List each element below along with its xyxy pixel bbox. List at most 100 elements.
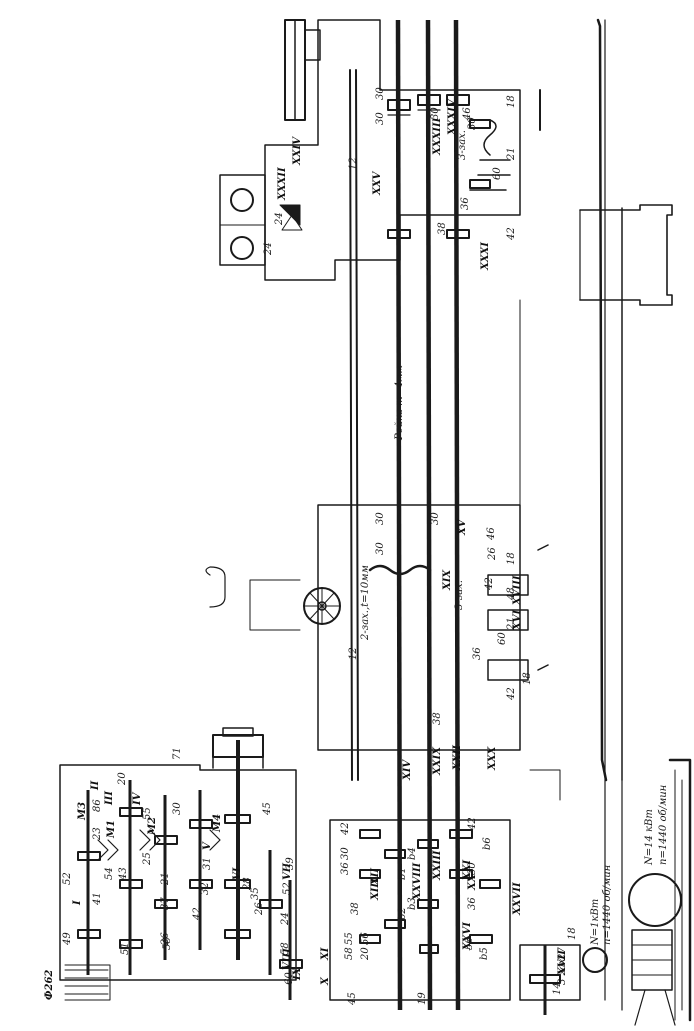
shaft_labels-label: IV bbox=[132, 791, 143, 806]
gear_labels_right-label: 30 bbox=[430, 107, 441, 120]
gear_labels_headstock-label: 58 bbox=[162, 937, 173, 950]
gear_labels_apron-label: 60 bbox=[497, 632, 508, 645]
shaft_labels-label: I bbox=[72, 900, 83, 906]
gear_labels_feedbox-label: b6 bbox=[482, 837, 493, 850]
shaft_labels-label: X bbox=[320, 976, 331, 986]
gear_labels_feedbox-label: b3 bbox=[407, 897, 418, 910]
shaft_labels-label: VII bbox=[282, 863, 293, 880]
gear_labels_feedbox-label: 42 bbox=[340, 822, 351, 836]
gear_labels_right-label: 42 bbox=[506, 227, 517, 241]
gear_labels_headstock-label: 20 bbox=[117, 772, 128, 786]
gear_labels_headstock-label: 55 bbox=[142, 807, 153, 820]
clutches-label: M4 bbox=[212, 814, 223, 833]
gear_labels_feedbox-label: b4 bbox=[407, 847, 418, 860]
gear_labels_feedbox-label: 36 bbox=[340, 862, 351, 875]
gear_labels_headstock-label: 49 bbox=[62, 932, 73, 946]
headstock-gears bbox=[77, 807, 303, 969]
gear_labels_headstock-label: 52 bbox=[62, 872, 73, 885]
gear_labels_apron-label: 18 bbox=[522, 672, 533, 685]
pump_gear_labels-label: 27 bbox=[557, 947, 568, 961]
gear_labels_right-label: 24 bbox=[274, 212, 285, 226]
gear_labels_headstock-label: 71 bbox=[172, 747, 183, 760]
gear_labels_apron-label: 48 bbox=[506, 587, 517, 601]
shaft_labels-label: XIX bbox=[442, 569, 453, 591]
shaft_labels-label: XXI bbox=[462, 859, 473, 881]
gear_labels_right-label: 18 bbox=[506, 95, 517, 108]
pump-speed-label: n=1440 об/мин bbox=[602, 865, 613, 945]
apron-worm-label: 2-зах.,t=10мм bbox=[360, 565, 371, 641]
gear_labels_feedbox-label: 55 bbox=[344, 932, 355, 945]
rack-label: Рейка m=4мм bbox=[394, 365, 405, 441]
pump_gear_labels-label: 18 bbox=[567, 927, 578, 940]
gear_labels_right-label: 30 bbox=[375, 87, 386, 100]
gear_labels_headstock-label: 58 bbox=[280, 942, 291, 955]
lathe-bed bbox=[519, 18, 692, 1022]
gear_labels_feedbox-label: b1 bbox=[397, 867, 408, 880]
gear_labels_right-label: 12 bbox=[348, 157, 359, 170]
shaft_labels-label: XXXIII bbox=[432, 117, 443, 156]
shaft_labels-label: XXXII bbox=[277, 167, 288, 201]
apron-carriage bbox=[317, 504, 549, 751]
diagram-labels: Ф262 Рейка m=4мм N=14 кВт n=1440 об/мин … bbox=[44, 130, 669, 1000]
shaft_labels-label: XVII bbox=[557, 950, 568, 976]
shaft_labels-label: XXVII bbox=[512, 882, 523, 916]
gear_labels_right-label: 30 bbox=[467, 117, 478, 130]
headstock-shafts bbox=[86, 780, 292, 1000]
right-worm-label: 3-зах. bbox=[457, 130, 468, 160]
gear_labels_right-label: 38 bbox=[437, 222, 448, 235]
gear_labels_headstock-label: 24 bbox=[280, 912, 291, 926]
shaft_labels-label: XXIV bbox=[292, 136, 303, 166]
shaft_labels-label: VI bbox=[232, 867, 243, 880]
coolant-pump bbox=[519, 944, 608, 1015]
gear_labels_feedbox-label: 19 bbox=[417, 992, 428, 1005]
gear_labels_headstock-label: 37 bbox=[160, 897, 171, 910]
gear_labels_right-label: 21 bbox=[506, 147, 517, 161]
motor-power-label: N=14 кВт bbox=[644, 809, 655, 866]
gear_labels_feedbox-label: 42 bbox=[467, 817, 478, 831]
clutches-label: M1 bbox=[106, 820, 117, 839]
headstock-lever bbox=[64, 964, 111, 1001]
gear_labels_headstock-label: 42 bbox=[192, 907, 203, 921]
gear_labels_apron-label: 18 bbox=[506, 552, 517, 565]
shaft_labels-label: XX bbox=[467, 873, 478, 891]
gear_labels_headstock-label: 35 bbox=[250, 887, 261, 900]
gear_labels_headstock-label: 39 bbox=[285, 857, 296, 870]
gear_labels_feedbox-label: b2 bbox=[397, 907, 408, 920]
gear_labels_headstock-label: 26 bbox=[160, 932, 171, 946]
feed-gearbox-housing bbox=[329, 819, 511, 1001]
pump-worm-label: 3 зах. bbox=[557, 955, 568, 985]
shaft_labels-label: VIII bbox=[282, 948, 293, 970]
shaft_labels-label: XXVIII bbox=[412, 862, 423, 901]
pump-power-label: N=1кВт bbox=[590, 899, 601, 946]
shaft_labels-label: XV bbox=[457, 518, 468, 536]
gear_labels_apron-label: 30 bbox=[375, 542, 386, 555]
main-motor bbox=[628, 873, 682, 1026]
gear_labels_apron-label: 42 bbox=[506, 687, 517, 701]
gear_labels_right-label: 60 bbox=[492, 167, 503, 180]
gear_labels_feedbox-label: b5 bbox=[479, 947, 490, 960]
right-block-gears bbox=[387, 94, 491, 239]
gear_labels_feedbox-label: 36 bbox=[467, 897, 478, 910]
gear_labels_headstock-label: 23 bbox=[92, 827, 103, 841]
motor-speed-label: n=1440 об/мин bbox=[658, 785, 669, 865]
clutches-label: M3 bbox=[77, 802, 88, 821]
gear_labels_headstock-label: 21 bbox=[160, 872, 171, 886]
gear_labels_headstock-label: 28 bbox=[242, 877, 253, 891]
gear_labels_right-label: 24 bbox=[263, 242, 274, 256]
gear_labels_headstock-label: 86 bbox=[92, 799, 103, 812]
gear_labels_feedbox-label: 30 bbox=[467, 862, 478, 875]
shaft_labels-label: IX bbox=[292, 966, 303, 981]
shaft_labels-label: XXIII bbox=[432, 850, 443, 881]
gear_labels_apron-label: 21 bbox=[506, 617, 517, 631]
gear_labels_headstock-label: 60 bbox=[284, 972, 295, 985]
shaft_labels-label: XXXIV bbox=[447, 98, 458, 136]
gear_labels_right-label: 30 bbox=[375, 112, 386, 125]
pump_gear_labels-label: 14 bbox=[552, 982, 563, 995]
shaft_labels-label: XII bbox=[370, 868, 381, 886]
gear_labels_headstock-label: 51 bbox=[120, 942, 131, 955]
lead-screw-feed-rods bbox=[349, 19, 461, 1011]
figure-id-label: Ф262 bbox=[44, 970, 55, 1000]
gear_labels_feedbox-label: 30 bbox=[340, 847, 351, 860]
